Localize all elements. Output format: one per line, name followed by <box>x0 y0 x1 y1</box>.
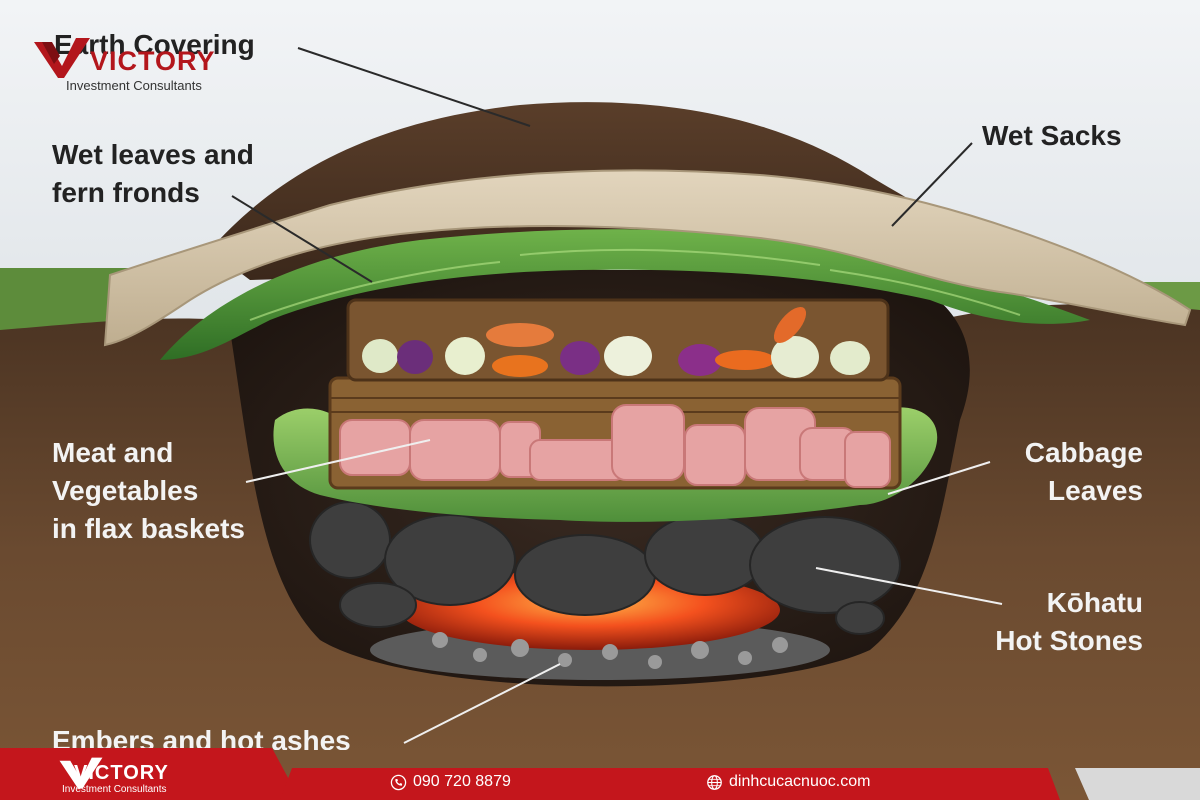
brand-tagline-top: Investment Consultants <box>66 78 202 93</box>
globe-icon <box>707 774 722 790</box>
label-wet-sacks: Wet Sacks <box>982 120 1122 151</box>
footer-v-logo-icon <box>59 757 103 789</box>
leader-cabbage <box>887 461 991 495</box>
label-cabbage-leaves: Cabbage Leaves <box>1024 437 1143 506</box>
footer-website[interactable]: dinhcucacnuoc.com <box>706 773 870 791</box>
footer-brand-name: VICTORY <box>74 762 169 784</box>
footer-accent-panel <box>1075 768 1200 800</box>
label-wet-leaves: Wet leaves and fern fronds <box>52 139 254 208</box>
footer-phone[interactable]: 090 720 8879 <box>390 773 511 791</box>
wet-sack <box>103 169 1192 347</box>
leader-hot-stones <box>815 567 1003 605</box>
label-earth-covering: Earth Covering <box>54 29 255 60</box>
leader-earth-covering <box>297 47 531 127</box>
footer-brand-tagline: Investment Consultants <box>62 784 167 795</box>
label-meat-vegetables: Meat and Vegetables in flax baskets <box>52 437 245 544</box>
footer-website-url: dinhcucacnuoc.com <box>729 773 871 790</box>
footer-brand-panel <box>0 748 300 800</box>
leader-wet-sacks <box>891 142 973 227</box>
brand-name-top: VICTORY <box>90 46 216 76</box>
footer-contact-panel <box>280 768 1060 800</box>
label-hot-stones: Kōhatu Hot Stones <box>995 587 1143 656</box>
leader-wet-leaves <box>231 195 373 283</box>
phone-icon <box>390 774 407 790</box>
leader-embers <box>403 663 561 744</box>
footer-bar: VICTORY Investment Consultants 090 720 8… <box>0 748 1200 800</box>
label-embers: Embers and hot ashes <box>52 725 351 750</box>
footer-phone-number: 090 720 8879 <box>413 773 511 790</box>
victory-v-logo-icon <box>34 38 90 78</box>
brand-logo-top: VICTORY Investment Consultants <box>32 30 252 93</box>
vegetables <box>362 306 870 378</box>
leaf-veins <box>249 248 1021 321</box>
ash-pieces <box>432 632 788 669</box>
leader-lines <box>231 47 973 283</box>
leader-meat-veg <box>245 439 431 483</box>
wet-leaves-layer <box>160 229 1090 360</box>
meat-pieces <box>339 404 891 488</box>
hot-stones <box>309 501 901 635</box>
leader-lines-light <box>245 439 1003 744</box>
